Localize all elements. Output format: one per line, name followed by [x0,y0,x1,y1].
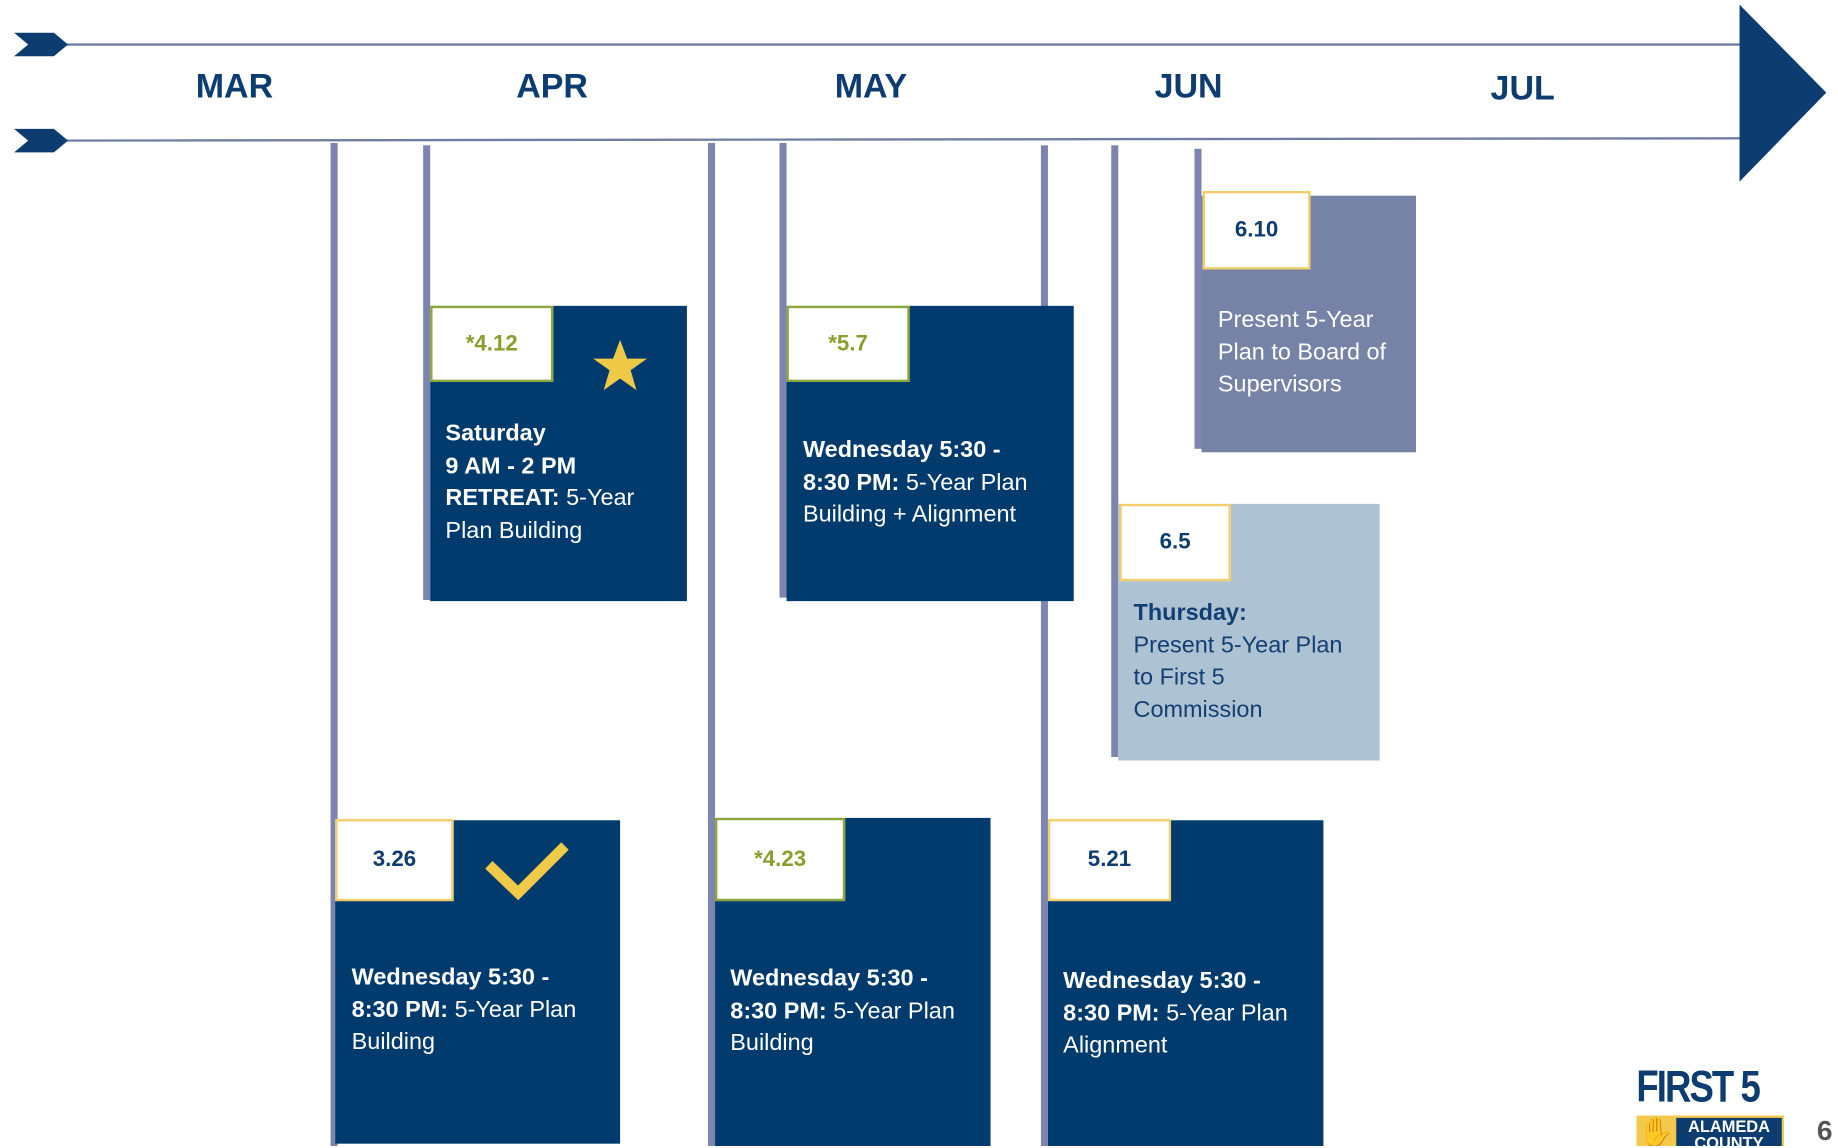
month-mar: MAR [195,67,274,106]
event-text-5-21: Wednesday 5:30 - 8:30 PM: 5-Year Plan Al… [1063,967,1288,1059]
date-badge-5-21: 5.21 [1047,819,1172,902]
connector-5-21 [1040,145,1048,1147]
event-text-6-10: Present 5-Year Plan to Board of Supervis… [1217,307,1387,398]
check-icon [485,842,569,901]
event-text-6-5: Thursday: Present 5-Year Plan to First 5… [1133,599,1343,723]
month-jun: JUN [1154,67,1223,106]
chevron-bottom-icon [14,128,68,153]
connector-5-7 [779,142,787,598]
connector-4-23 [708,142,716,1147]
connector-4-12 [423,145,431,600]
event-text-4-12: Saturday 9 AM - 2 PM RETREAT: 5-Year Pla… [445,420,635,544]
chevron-top-icon [14,32,68,57]
month-may: MAY [834,67,908,106]
date-badge-6-10: 6.10 [1202,191,1311,270]
date-badge-4-12: *4.12 [430,305,554,383]
month-jul: JUL [1490,70,1555,108]
timeline-arrow [14,4,1827,182]
date-badge-5-7: *5.7 [786,305,910,383]
hand-icon: ✋ [1638,1116,1674,1147]
event-text-5-7: Wednesday 5:30 - 8:30 PM: 5-Year Plan Bu… [802,437,1028,528]
connector-6-10 [1194,148,1202,449]
date-badge-3-26: 3.26 [335,819,454,902]
connector-6-5 [1111,145,1119,757]
connector-3-26 [330,142,338,1147]
event-text-4-23: Wednesday 5:30 - 8:30 PM: 5-Year Plan Bu… [730,965,955,1056]
event-text-3-26: Wednesday 5:30 - 8:30 PM: 5-Year Plan Bu… [351,964,577,1055]
date-badge-4-23: *4.23 [715,817,846,902]
star-icon [593,339,648,391]
page-number: 6 [1816,1115,1833,1148]
logo-wordmark: FIRST 5 [1636,1062,1760,1113]
date-badge-6-5: 6.5 [1119,503,1231,582]
month-apr: APR [516,67,588,106]
